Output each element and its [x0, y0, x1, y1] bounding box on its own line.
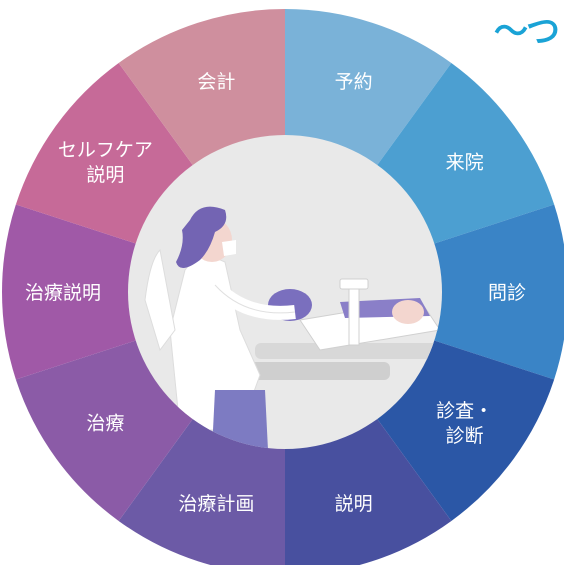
- brand-logo: 〜つ: [494, 12, 560, 52]
- step-label-line: 予約: [335, 71, 373, 93]
- step-label: 治療計画: [178, 493, 254, 515]
- step-label-line: 説明: [335, 493, 373, 515]
- step-label: セルフケア説明: [58, 139, 153, 186]
- step-label-line: 診査・: [436, 400, 493, 422]
- step-label: 来院: [446, 152, 484, 174]
- step-label: 治療: [86, 412, 124, 434]
- step-label: 治療説明: [25, 282, 101, 304]
- step-label-line: 問診: [488, 282, 526, 304]
- step-label-line: 会計: [197, 71, 235, 93]
- step-label-line: 治療: [86, 412, 124, 434]
- step-label: 予約: [335, 71, 373, 93]
- step-label-line: セルフケア: [58, 139, 153, 161]
- step-label-line: 診断: [446, 425, 484, 447]
- step-label: 診査・診断: [436, 400, 493, 447]
- step-label-line: 説明: [86, 164, 124, 186]
- step-label: 会計: [197, 71, 235, 93]
- step-label-line: 来院: [446, 152, 484, 174]
- step-label-line: 治療説明: [25, 282, 101, 304]
- dental-treatment-illustration: [128, 135, 442, 449]
- step-label: 説明: [335, 493, 373, 515]
- step-label-line: 治療計画: [178, 493, 254, 515]
- step-label: 問診: [488, 282, 526, 304]
